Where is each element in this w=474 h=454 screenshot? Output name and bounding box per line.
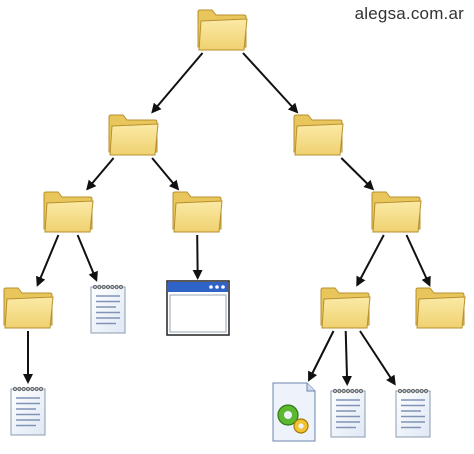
arrow-left-folder-to-left-right-folder [151,157,180,191]
arrow-right-folder-to-right-sub-folder [340,157,375,191]
arrow-right-deep-folder-to-program-file [308,330,335,382]
right-sub-folder-folder-icon [371,191,422,233]
arrow-left-left-folder-to-document-1 [76,234,98,282]
deep-folder-folder-icon [3,287,54,329]
arrow-right-deep-folder-to-document-3 [341,330,352,386]
window-app-application-window-icon [166,280,230,336]
right-deep-folder-folder-icon [320,287,371,329]
document-1-document-icon [90,284,126,334]
right-folder-folder-icon [293,114,344,156]
left-right-folder-folder-icon [172,191,223,233]
right-leaf-folder-folder-icon [415,287,466,329]
left-folder-folder-icon [108,114,159,156]
arrow-root-to-right-folder [242,52,299,114]
arrow-right-sub-folder-to-right-deep-folder [356,234,385,287]
program-file-program-file-icon [272,382,316,442]
icons-layer [3,9,466,442]
document-2-document-icon [10,386,46,436]
root-folder-icon [197,9,248,51]
edges-layer [23,52,431,386]
document-4-document-icon [395,388,431,438]
arrow-right-deep-folder-to-document-4 [359,330,396,386]
arrow-left-left-folder-to-deep-folder [36,234,60,287]
arrow-right-sub-folder-to-right-leaf-folder [405,234,431,287]
arrow-root-to-left-folder [151,52,204,114]
left-left-folder-folder-icon [43,191,94,233]
watermark: alegsa.com.ar [354,4,464,23]
document-3-document-icon [330,388,366,438]
arrow-left-right-folder-to-window-app [192,234,203,280]
arrow-left-folder-to-left-left-folder [86,157,115,191]
